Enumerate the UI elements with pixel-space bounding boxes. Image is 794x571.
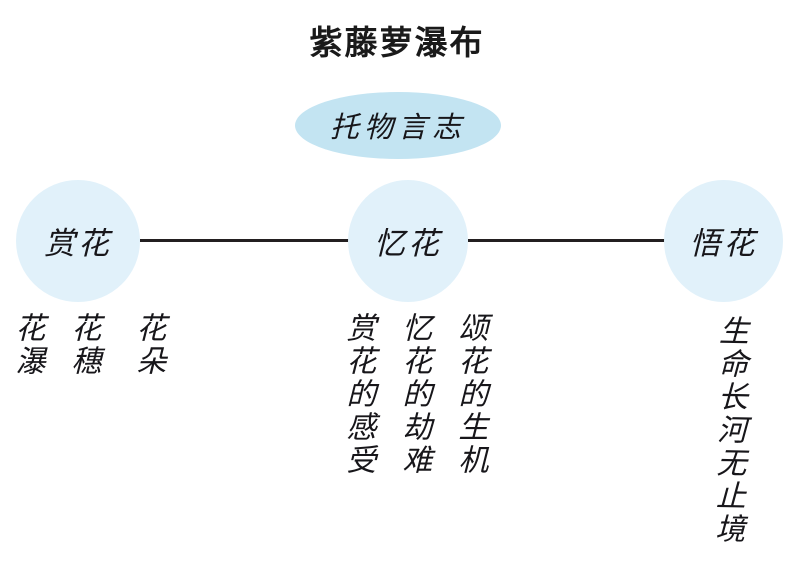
- detail-recall-vitality: 颂花的生机: [452, 312, 488, 477]
- node-appreciate-label: 赏花: [44, 225, 112, 262]
- detail-appreciate-flower-spike: 花穗: [65, 312, 101, 378]
- detail-appreciate-flower-blossom: 花朵: [130, 312, 166, 378]
- theme-node[interactable]: 托物言志: [295, 92, 501, 159]
- detail-recall-ordeal: 忆花的劫难: [396, 312, 432, 477]
- page-title: 紫藤萝瀑布: [309, 23, 485, 62]
- node-recall[interactable]: 忆花: [348, 180, 468, 302]
- node-realize-label: 悟花: [689, 225, 758, 262]
- theme-node-label: 托物言志: [329, 109, 466, 144]
- connector-recall-realize: [468, 239, 683, 242]
- node-realize[interactable]: 悟花: [664, 180, 783, 302]
- detail-appreciate-flower-fall: 花瀑: [9, 312, 45, 378]
- node-recall-label: 忆花: [374, 225, 442, 262]
- detail-realize-eternal: 生命长河无止境: [708, 314, 749, 547]
- node-appreciate[interactable]: 赏花: [16, 180, 140, 302]
- connector-appreciate-recall: [140, 239, 358, 242]
- detail-recall-feeling: 赏花的感受: [340, 312, 376, 477]
